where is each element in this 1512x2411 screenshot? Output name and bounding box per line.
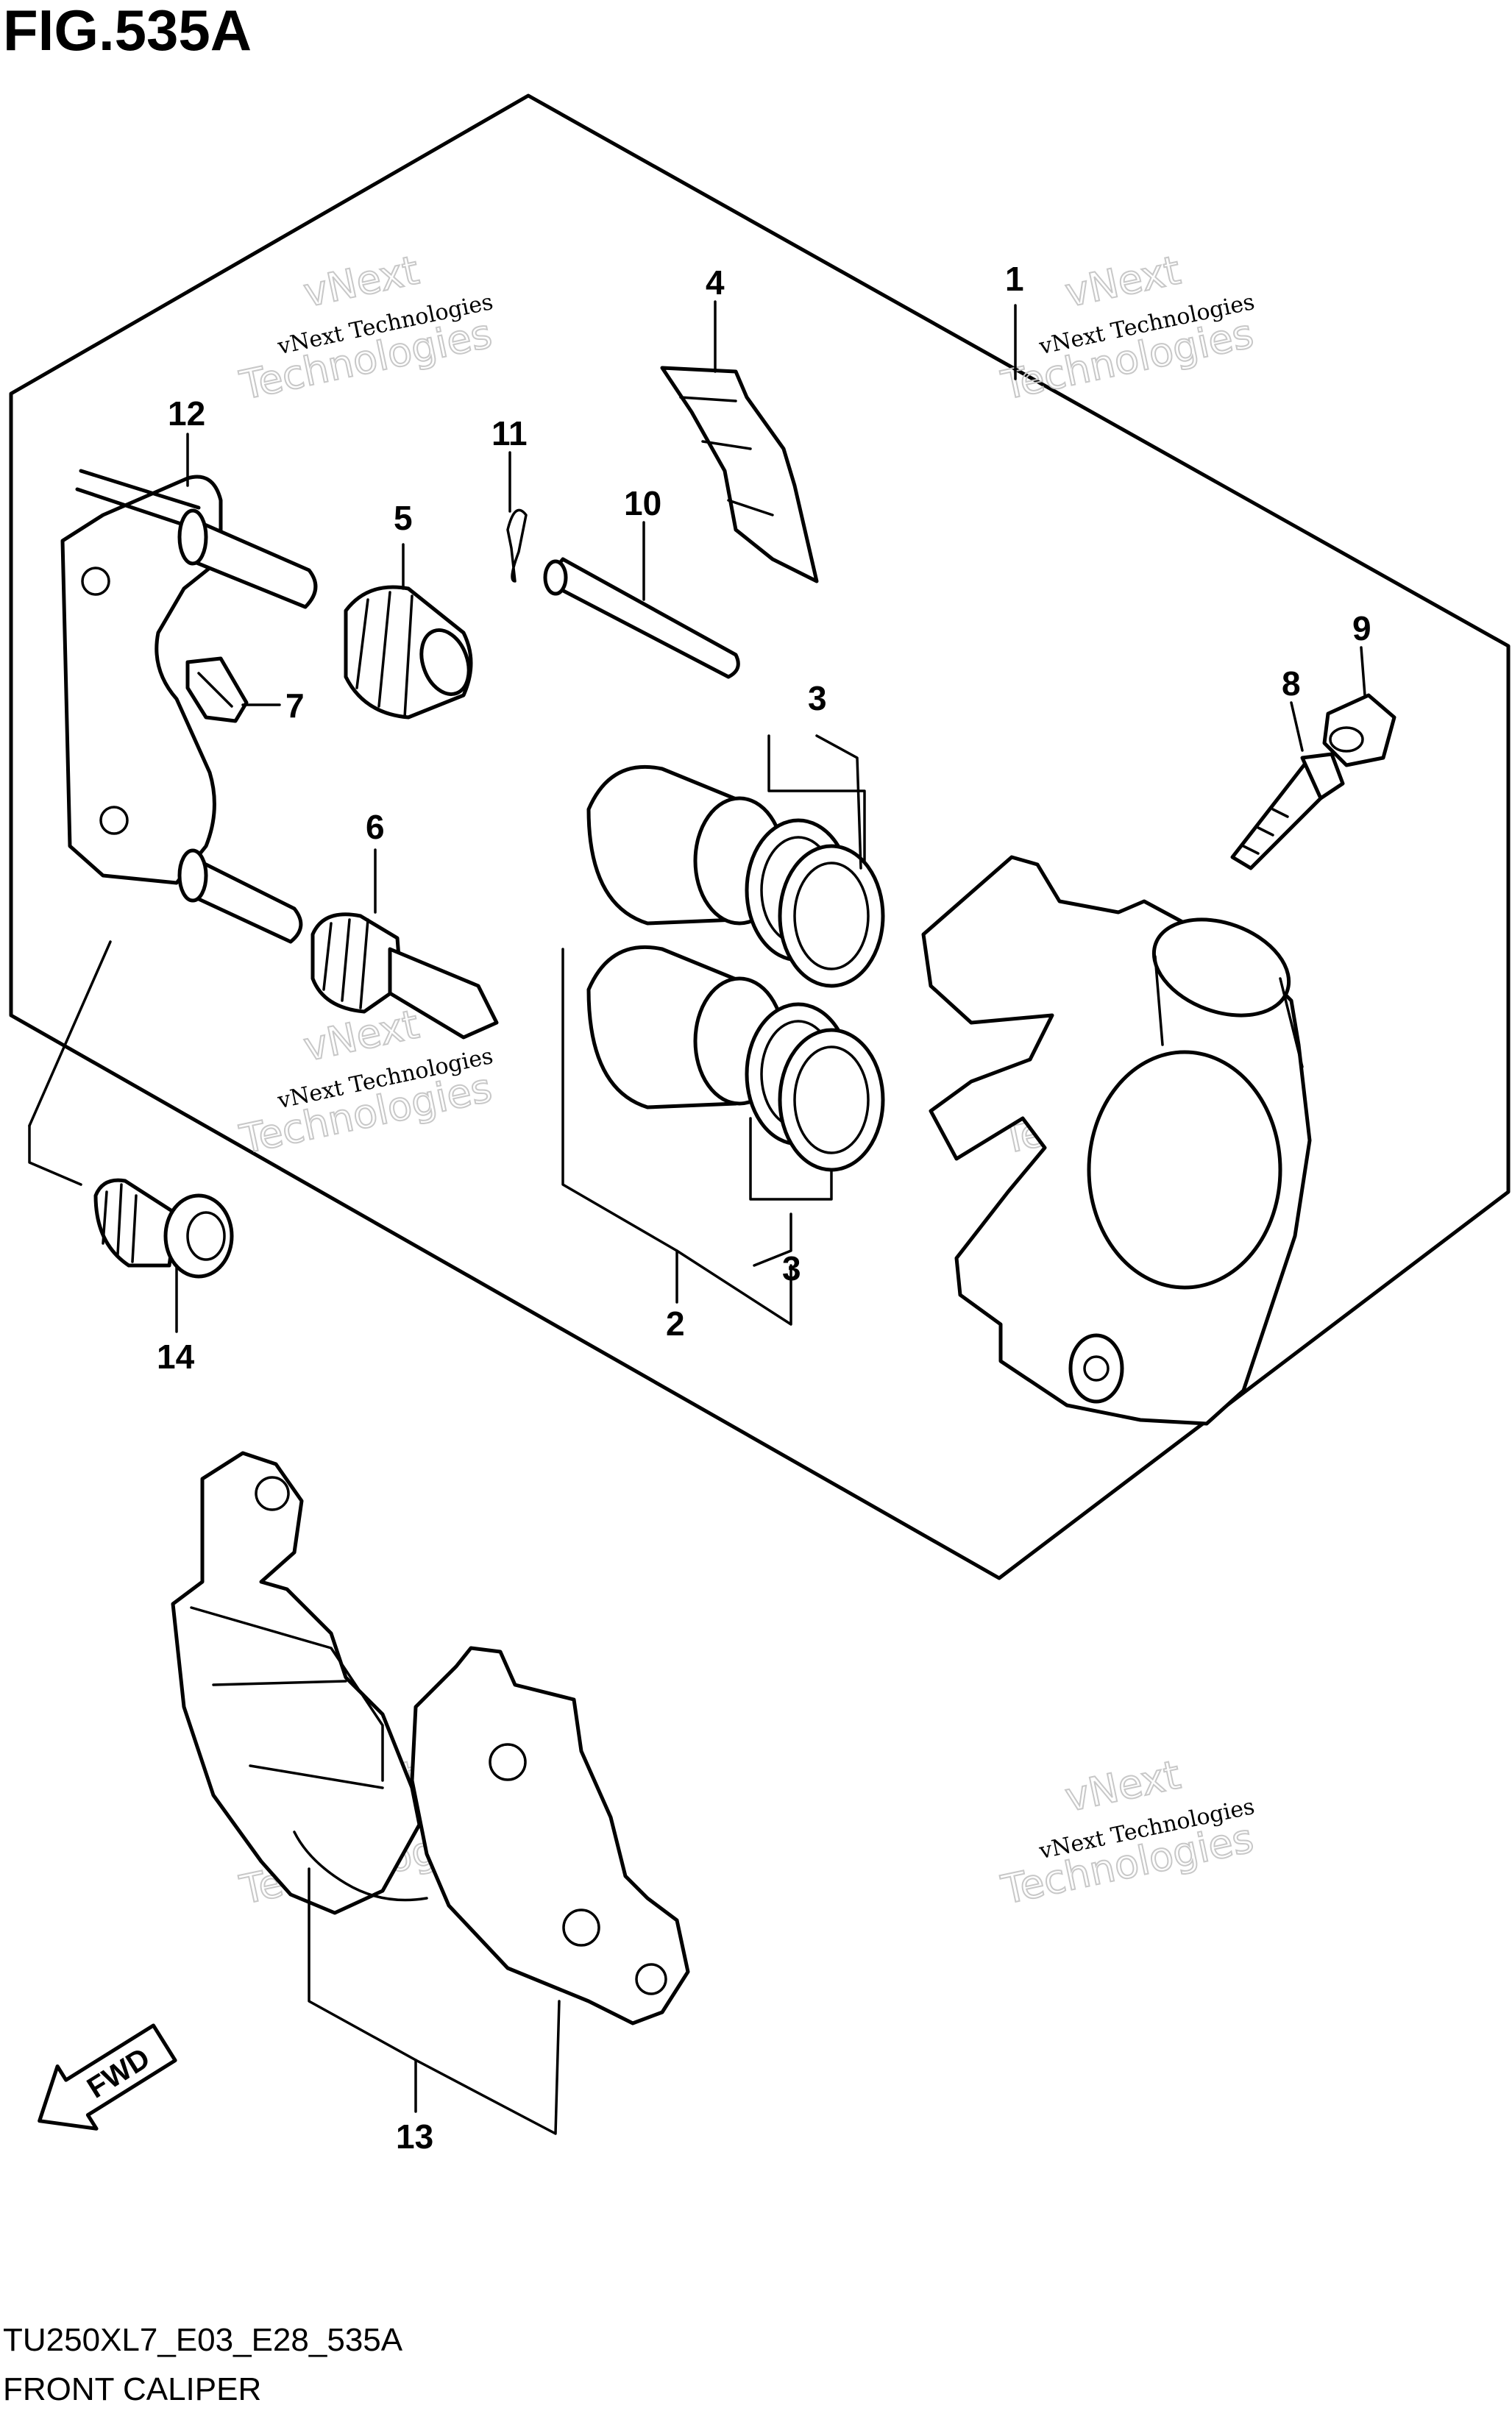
callout-12: 12 xyxy=(168,394,205,433)
slide-pin xyxy=(310,912,499,1040)
caliper-bracket xyxy=(60,469,318,944)
callout-6: 6 xyxy=(366,808,385,846)
seal-lower xyxy=(745,1002,885,1172)
callout-5: 5 xyxy=(394,499,413,537)
pad-spring xyxy=(660,366,819,583)
callout-11: 11 xyxy=(491,414,528,452)
callout-14: 14 xyxy=(157,1338,195,1376)
bleeder-valve xyxy=(1230,752,1345,870)
figure-code: TU250XL7_E03_E28_535A xyxy=(3,2322,403,2358)
callout-3-lower: 3 xyxy=(782,1249,801,1288)
callout-8: 8 xyxy=(1282,664,1301,703)
callout-1: 1 xyxy=(1005,260,1024,298)
assembly-outline xyxy=(9,93,1511,1580)
svg-text:vNext: vNext xyxy=(1061,246,1184,316)
seal-upper xyxy=(745,818,885,988)
forward-direction-arrow-icon: FWD xyxy=(38,2023,177,2131)
brake-pad-set xyxy=(171,1451,690,2025)
pad-pin xyxy=(543,557,740,679)
callout-13: 13 xyxy=(396,2117,433,2156)
pin-boot xyxy=(344,585,473,720)
callout-9: 9 xyxy=(1352,609,1371,647)
pad-spring-clip xyxy=(185,656,249,723)
svg-text:vNext: vNext xyxy=(299,246,422,316)
watermark-top-left: vNext vNext Technologies Technologies xyxy=(235,246,496,409)
watermark-bottom-right: vNext vNext Technologies Technologies xyxy=(996,1750,1257,1914)
callout-10: 10 xyxy=(624,484,661,522)
caliper-body xyxy=(921,855,1312,1426)
svg-text:vNext: vNext xyxy=(1061,1751,1184,1820)
bleeder-cap xyxy=(1322,693,1396,767)
mounting-bolt xyxy=(93,1178,234,1279)
clip-pin xyxy=(506,508,528,583)
figure-title: FIG.535A xyxy=(3,0,252,63)
leader-lines xyxy=(28,300,1366,2135)
figure-name: FRONT CALIPER xyxy=(3,2371,261,2407)
callout-7: 7 xyxy=(285,686,305,725)
callout-3-upper: 3 xyxy=(808,679,827,717)
callout-4: 4 xyxy=(706,263,725,302)
callout-2: 2 xyxy=(666,1304,685,1343)
